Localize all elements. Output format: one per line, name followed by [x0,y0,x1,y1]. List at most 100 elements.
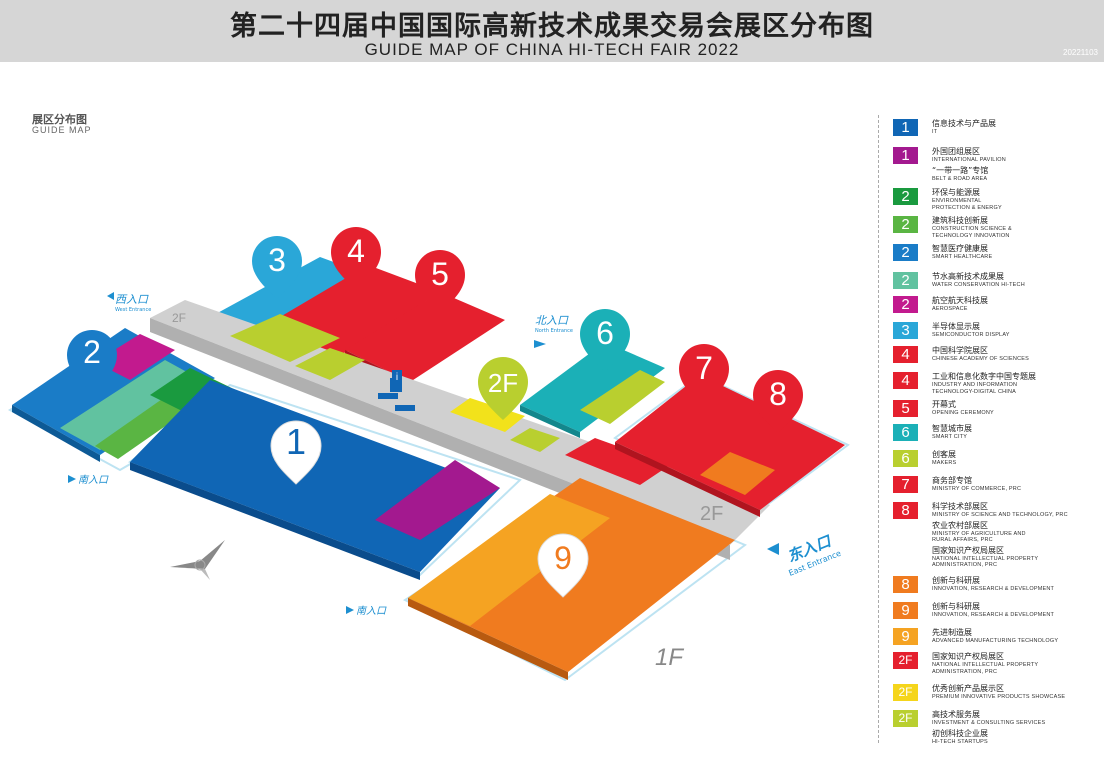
legend-sublabel-en: NATIONAL INTELLECTUAL PROPERTY [932,555,1039,562]
svg-text:North Entrance: North Entrance [535,328,573,334]
legend-sublabel-en: HI-TECH STARTUPS [932,738,988,745]
legend-label-en: INTERNATIONAL PAVILION [932,157,1006,163]
pin-2f[interactable]: 2F [478,357,528,420]
legend-label-en: SEMICONDUCTOR DISPLAY [932,332,1010,338]
legend-sublabel-en: ADMINISTRATION, PRC [932,562,998,568]
legend-sublabel-en: MINISTRY OF AGRICULTURE AND [932,530,1026,537]
legend-label-cn: 半导体显示展 [932,322,980,331]
svg-text:7: 7 [695,350,713,386]
svg-text:南入口: 南入口 [78,474,109,486]
legend-badge: 6 [893,424,918,441]
legend-label-en: TECHNOLOGY INNOVATION [932,232,1010,239]
legend-badge: 4 [893,346,918,363]
pin-5[interactable]: 5 [415,250,465,313]
pin-7[interactable]: 7 [679,344,729,407]
legend-label-cn: 中国科学院展区 [932,346,988,355]
svg-text:9: 9 [554,540,572,576]
svg-text:2F: 2F [488,368,518,398]
legend-label-en: MAKERS [932,460,957,466]
legend-label-en: ENVIRONMENTAL [932,198,982,204]
legend-label-cn: 科学技术部展区 [932,502,988,511]
legend-badge: 2F [893,684,918,701]
entrance-north[interactable]: 北入口 North Entrance [534,314,573,348]
legend-sublabel-cn: “一带一路”专馆 [932,165,989,175]
page-title-cn: 第二十四届中国国际高新技术成果交易会展区分布图 [230,11,874,42]
hall-1[interactable] [130,380,500,580]
legend-label-en: SMART HEALTHCARE [932,254,993,260]
exhibition-map: 2F 2F 1F i 1 2 3 4 5 6 7 8 9 [7,227,850,682]
legend-label-en: INDUSTRY AND INFORMATION [932,382,1018,388]
legend-badge: 9 [893,602,918,619]
entrance-south-2[interactable]: 南入口 [346,605,387,617]
legend-label-en: MINISTRY OF SCIENCE AND TECHNOLOGY, PRC [932,512,1068,518]
legend-label-en: PROTECTION & ENERGY [932,204,1002,211]
pin-1[interactable]: 1 [270,420,322,485]
hall-2[interactable] [12,328,240,462]
legend-label-cn: 创新与科研展 [932,602,980,611]
legend-label-cn: 开幕式 [932,400,956,409]
svg-text:南入口: 南入口 [356,605,387,617]
legend-label-cn: 航空航天科技展 [932,296,988,305]
legend-badge: 8 [893,502,918,519]
pin-8[interactable]: 8 [753,370,803,433]
page-title-en: GUIDE MAP OF CHINA HI-TECH FAIR 2022 [364,40,740,59]
svg-text:West Entrance: West Entrance [115,307,151,313]
legend-badge: 4 [893,372,918,389]
legend-label-en: ADVANCED MANUFACTURING TECHNOLOGY [932,638,1059,644]
legend-label-cn: 外国团组展区 [932,147,980,156]
floor-label-2f-west: 2F [172,311,186,325]
legend-sublabel-en: BELT & ROAD AREA [932,175,988,182]
svg-text:i: i [396,372,398,383]
legend-label-en: MINISTRY OF COMMERCE, PRC [932,486,1022,492]
legend-sublabel-cn: 国家知识产权局展区 [932,545,1004,555]
hall-7-8[interactable] [615,375,845,517]
entrance-east[interactable]: 东入口 East Entrance [767,531,842,578]
header-banner: 第二十四届中国国际高新技术成果交易会展区分布图 GUIDE MAP OF CHI… [0,0,1104,62]
date-code: 20221103 [1063,48,1098,57]
legend-label-cn: 智慧医疗健康展 [932,244,988,253]
legend-label-en: TECHNOLOGY-DIGITAL CHINA [932,388,1017,395]
legend-badge: 1 [893,147,918,164]
legend-label-en: AEROSPACE [932,306,968,312]
legend-label-en: SMART CITY [932,434,968,440]
legend-label-en: CONSTRUCTION SCIENCE & [932,226,1012,232]
legend-badge: 1 [893,119,918,136]
legend-label-cn: 信息技术与产品展 [932,119,996,128]
legend-label-en: INNOVATION, RESEARCH & DEVELOPMENT [932,586,1055,592]
legend-label-en: ADMINISTRATION, PRC [932,668,998,675]
pin-3[interactable]: 3 [252,236,302,299]
legend-badge: 9 [893,628,918,645]
pin-6[interactable]: 6 [580,309,630,372]
legend-badge: 2 [893,244,918,261]
svg-text:3: 3 [268,242,286,278]
floor-label-2f-east: 2F [700,503,723,525]
legend-label-cn: 环保与能源展 [932,188,980,197]
legend-sublabel-en: RURAL AFFAIRS, PRC [932,537,993,543]
legend-label-en: INVESTMENT & CONSULTING SERVICES [932,720,1046,726]
legend-label-en: PREMIUM INNOVATIVE PRODUCTS SHOWCASE [932,694,1066,700]
entrance-south-1[interactable]: 南入口 [68,474,109,486]
entrance-west[interactable]: 西入口 West Entrance [107,292,151,313]
legend-label-cn: 节水高新技术成果展 [932,272,1004,281]
legend-sublabel-cn: 初创科技企业展 [932,728,988,738]
hall-6[interactable] [520,342,665,438]
legend-badge: 2F [893,710,918,727]
legend-badge: 5 [893,400,918,417]
legend-label-en: WATER CONSERVATION HI-TECH [932,282,1025,288]
legend-label-cn: 智慧城市展 [932,424,972,433]
pin-4[interactable]: 4 [331,227,381,290]
legend-badge: 8 [893,576,918,593]
legend-badge: 2 [893,272,918,289]
legend-label-cn: 创客展 [932,450,956,459]
legend-label-en: OPENING CEREMONY [932,410,994,416]
legend-badge: 2F [893,652,918,669]
svg-text:2: 2 [83,334,101,370]
pin-9[interactable]: 9 [537,533,589,598]
floor-label-1f: 1F [655,644,684,671]
info-icon[interactable]: i [392,370,402,383]
legend-label-cn: 先进制造展 [932,628,972,637]
pin-2[interactable]: 2 [67,330,117,393]
legend-label-cn: 高技术服务展 [932,710,980,719]
svg-text:西入口: 西入口 [115,293,149,306]
